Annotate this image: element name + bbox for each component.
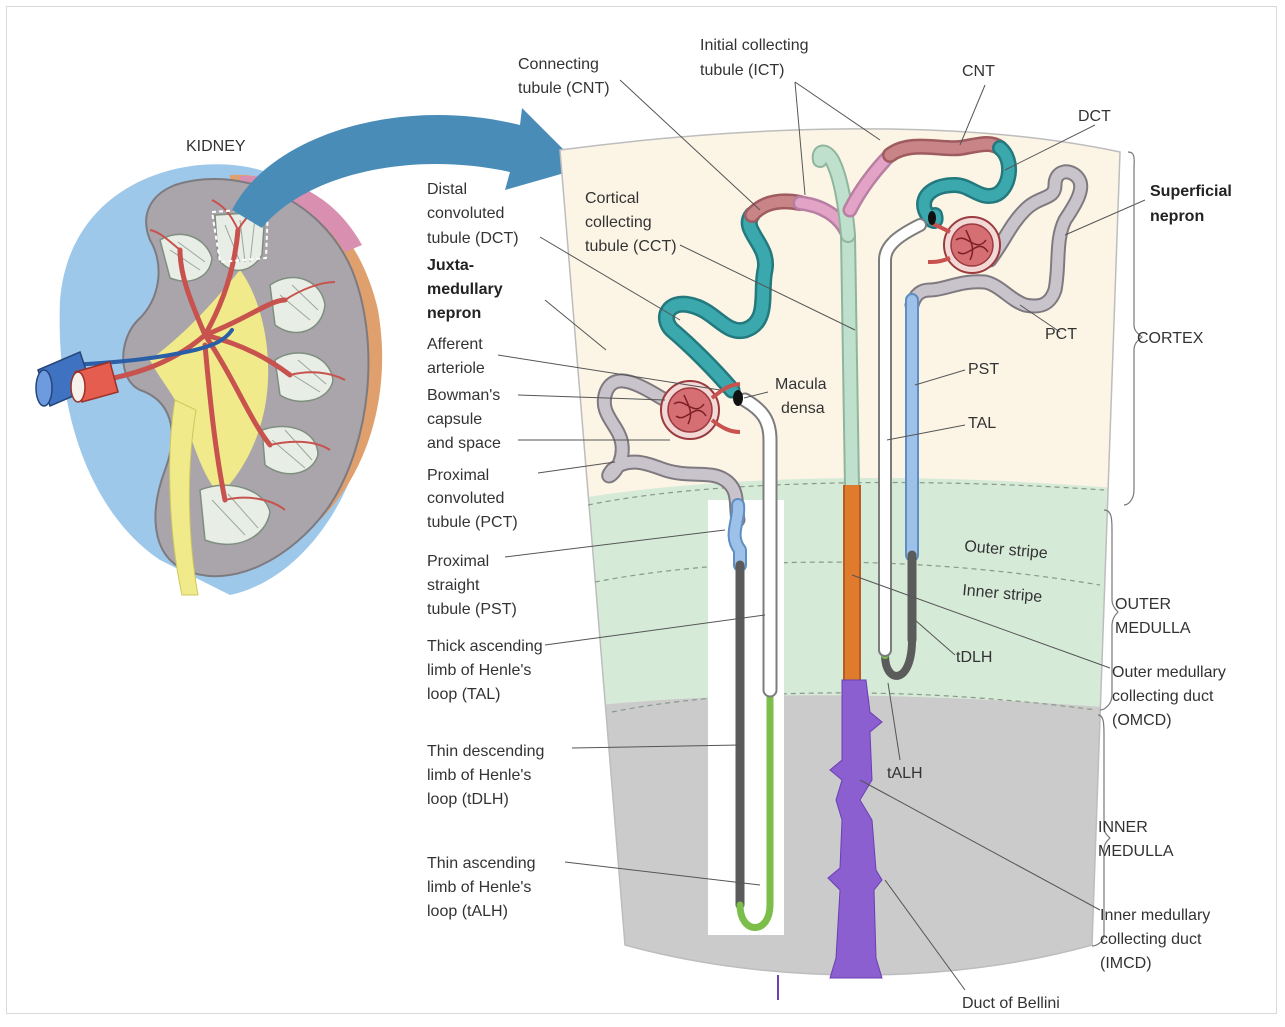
label-inner-medullary-collecting-duct: Inner medullary collecting duct (IMCD)	[1100, 907, 1215, 972]
label-thin-ascending-limb: Thin ascending limb of Henle's loop (tAL…	[427, 855, 540, 920]
zone-label-outer-medulla: OUTER MEDULLA	[1115, 596, 1191, 637]
kidney-label: KIDNEY	[186, 138, 246, 155]
renal-artery-opening	[71, 372, 85, 402]
macula-densa-marker	[733, 390, 743, 406]
label-bowmans-capsule: Bowman's capsule and space	[427, 387, 505, 452]
label-dct-short: DCT	[1078, 108, 1111, 125]
label-thin-descending-limb: Thin descending limb of Henle's loop (tD…	[427, 743, 549, 808]
label-talh-short: tALH	[887, 765, 923, 782]
renal-vein-opening	[36, 370, 52, 406]
zone-label-inner-medulla: INNER MEDULLA	[1098, 819, 1174, 860]
label-connecting-tubule: Connecting tubule (CNT)	[518, 56, 610, 97]
label-afferent-arteriole: Afferent arteriole	[427, 336, 487, 377]
collecting-duct	[848, 235, 852, 682]
label-cnt-short: CNT	[962, 63, 995, 80]
label-pst-short: PST	[968, 361, 999, 378]
label-tdlh-short: tDLH	[956, 649, 992, 666]
label-pct-short: PCT	[1045, 326, 1077, 343]
label-duct-of-bellini: Duct of Bellini	[962, 995, 1060, 1012]
zone-label-cortex: CORTEX	[1137, 330, 1204, 347]
kidney-illustration	[36, 164, 382, 595]
outer-medulla-region	[540, 478, 1140, 712]
label-initial-collecting-tubule: Initial collecting tubule (ICT)	[700, 37, 813, 79]
label-distal-convoluted-tubule: Distal convoluted tubule (DCT)	[427, 181, 519, 247]
label-proximal-straight-tubule: Proximal straight tubule (PST)	[427, 553, 517, 618]
label-tal-short: TAL	[968, 415, 996, 432]
label-juxtamedullary-nephron: Juxta- medullary nepron	[427, 257, 507, 322]
label-outer-medullary-collecting-duct: Outer medullary collecting duct (OMCD)	[1112, 664, 1230, 729]
label-superficial-nephron: Superficial nepron	[1150, 183, 1236, 225]
label-proximal-convoluted-tubule: Proximal convoluted tubule (PCT)	[427, 467, 518, 531]
label-thick-ascending-limb: Thick ascending limb of Henle's loop (TA…	[427, 638, 547, 703]
